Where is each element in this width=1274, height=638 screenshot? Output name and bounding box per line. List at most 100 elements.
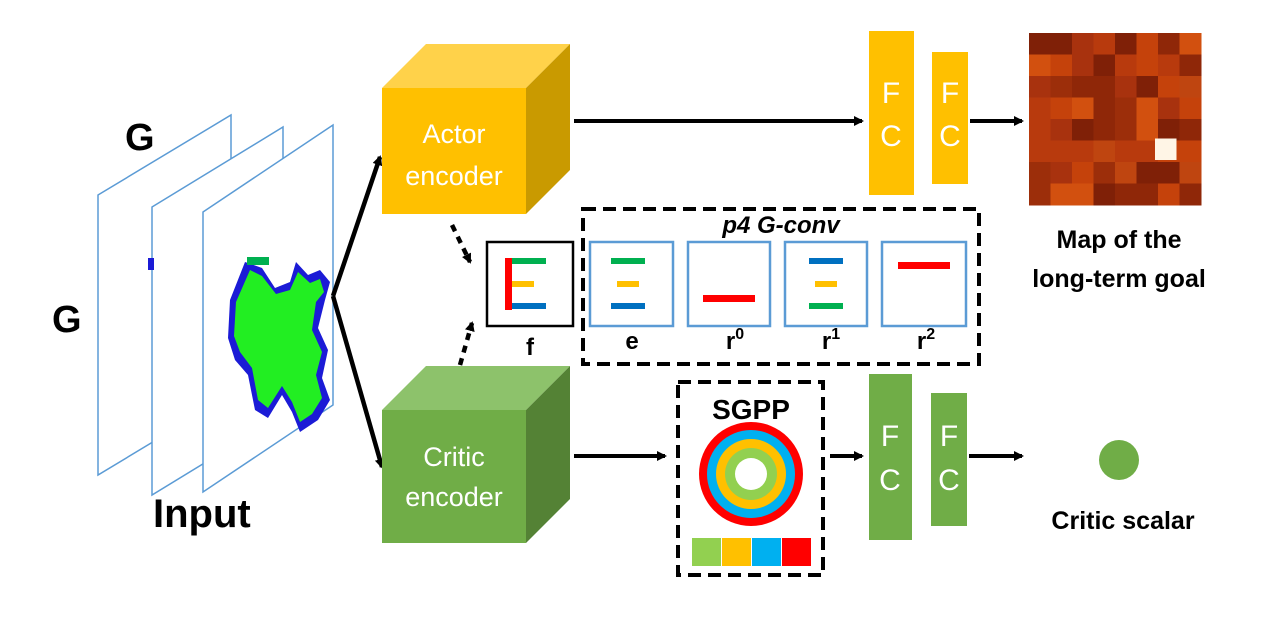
goal-map-cell [1093, 76, 1116, 98]
goal-map-cell [1029, 76, 1051, 98]
goal-map-cell [1115, 76, 1137, 98]
critic-fc1-letter-1: F [881, 420, 899, 453]
goal-map-cell [1179, 97, 1202, 120]
critic-encoder-side [526, 366, 570, 543]
goal-map-cell [1115, 54, 1137, 77]
goal-map-cell [1158, 97, 1180, 120]
goal-map-cell [1136, 33, 1159, 55]
sgpp-ring-4 [735, 458, 767, 490]
filter-f-box [485, 240, 575, 328]
actor-encoder: Actor encoder [382, 44, 570, 214]
goal-map-cell [1029, 162, 1051, 184]
critic-fc2-letter-1: F [940, 420, 958, 453]
critic-scalar-dot [1099, 440, 1139, 480]
actor-fc1 [869, 31, 914, 195]
goal-map-cell [1115, 162, 1137, 184]
actor-encoder-front [382, 88, 526, 214]
goal-map-cell [1072, 76, 1094, 98]
input-map [148, 257, 330, 432]
sgpp-bar-1 [722, 538, 751, 566]
filter-r0-glyph [703, 295, 755, 302]
input-stack [97, 113, 334, 497]
goal-map-cell [1093, 119, 1116, 141]
actor-fc1-letter-2: C [880, 120, 902, 153]
goal-map-cell [1158, 33, 1180, 55]
goal-map-cell [1136, 162, 1159, 184]
input-label: Input [153, 492, 251, 536]
critic-fc1-letter-2: C [879, 464, 901, 497]
goal-map-cell [1158, 162, 1180, 184]
goal-map-cell [1072, 119, 1094, 141]
actor-fc2-letter-2: C [939, 120, 961, 153]
goal-map-caption-1: Map of the [1057, 226, 1182, 254]
goal-map-cell [1093, 33, 1116, 55]
goal-map-cell [1050, 183, 1073, 206]
goal-map-cell [1093, 140, 1116, 163]
goal-map-cell [1029, 119, 1051, 141]
sgpp-rings [699, 422, 803, 526]
actor-encoder-label-2: encoder [405, 161, 503, 191]
goal-map-cell [1179, 54, 1202, 77]
filter-f-glyph [505, 258, 546, 310]
actor-encoder-label-1: Actor [422, 119, 485, 149]
filter-label-r2: r2 [917, 326, 935, 355]
goal-map-cell [1115, 119, 1137, 141]
goal-map-cell [1179, 33, 1202, 55]
goal-map-cell [1029, 183, 1051, 206]
goal-map-cell [1029, 140, 1051, 163]
goal-map-cell [1050, 54, 1073, 77]
goal-map-cell [1136, 183, 1159, 206]
actor-fc2 [932, 52, 968, 184]
actor-fc2-letter-1: F [941, 77, 959, 110]
filter-r2-glyph [898, 262, 950, 269]
filter-label-r0: r0 [726, 326, 744, 355]
critic-encoder-label-1: Critic [423, 442, 485, 472]
sgpp-title: SGPP [712, 394, 790, 425]
critic-encoder-top [382, 366, 570, 410]
actor-to-filter-dotted-arrow [449, 224, 473, 264]
goal-map-cell [1179, 162, 1202, 184]
filter-r1-glyph [809, 258, 843, 309]
goal-map-caption-2: long-term goal [1032, 265, 1206, 293]
goal-map-cell [1072, 97, 1094, 120]
goal-map-cell [1029, 33, 1051, 55]
goal-map-cell [1050, 140, 1073, 163]
goal-map-cell [1158, 54, 1180, 77]
goal-map-cell [1072, 183, 1094, 206]
critic-fc2 [931, 393, 967, 526]
goal-map-cell [1093, 162, 1116, 184]
goal-map-cell [1072, 162, 1094, 184]
sgpp-bar-2 [752, 538, 781, 566]
filter-label-f: f [526, 334, 535, 361]
goal-map-cell [1136, 76, 1159, 98]
goal-map-cell [1093, 97, 1116, 120]
goal-map-cell [1136, 119, 1159, 141]
goal-map-cell [1158, 76, 1180, 98]
goal-map-cell [1072, 140, 1094, 163]
goal-map-cell [1050, 119, 1073, 141]
filter-r2-box [880, 240, 968, 328]
goal-map-cell [1050, 162, 1073, 184]
sgpp-bar-0 [692, 538, 721, 566]
goal-map-cell [1050, 76, 1073, 98]
goal-map [1029, 33, 1202, 206]
goal-map-cell [1115, 33, 1137, 55]
goal-map-cell [1158, 183, 1180, 206]
critic-to-filter-dotted-arrow [457, 321, 475, 366]
goal-map-cell [1179, 119, 1202, 141]
actor-encoder-top [382, 44, 570, 88]
goal-map-cell [1072, 33, 1094, 55]
goal-map-cell [1179, 140, 1202, 163]
goal-map-cell [1136, 54, 1159, 77]
goal-map-cell [1093, 183, 1116, 206]
goal-map-cell [1136, 140, 1159, 163]
goal-map-cell [1136, 97, 1159, 120]
goal-map-cell [1029, 97, 1051, 120]
branch-line-critic [330, 295, 385, 469]
critic-encoder-label-2: encoder [405, 482, 503, 512]
goal-map-cell [1029, 54, 1051, 77]
sgpp-bars [692, 538, 811, 566]
goal-map-cell [1179, 183, 1202, 206]
filter-r0-box [686, 240, 772, 328]
actor-encoder-side [526, 44, 570, 214]
